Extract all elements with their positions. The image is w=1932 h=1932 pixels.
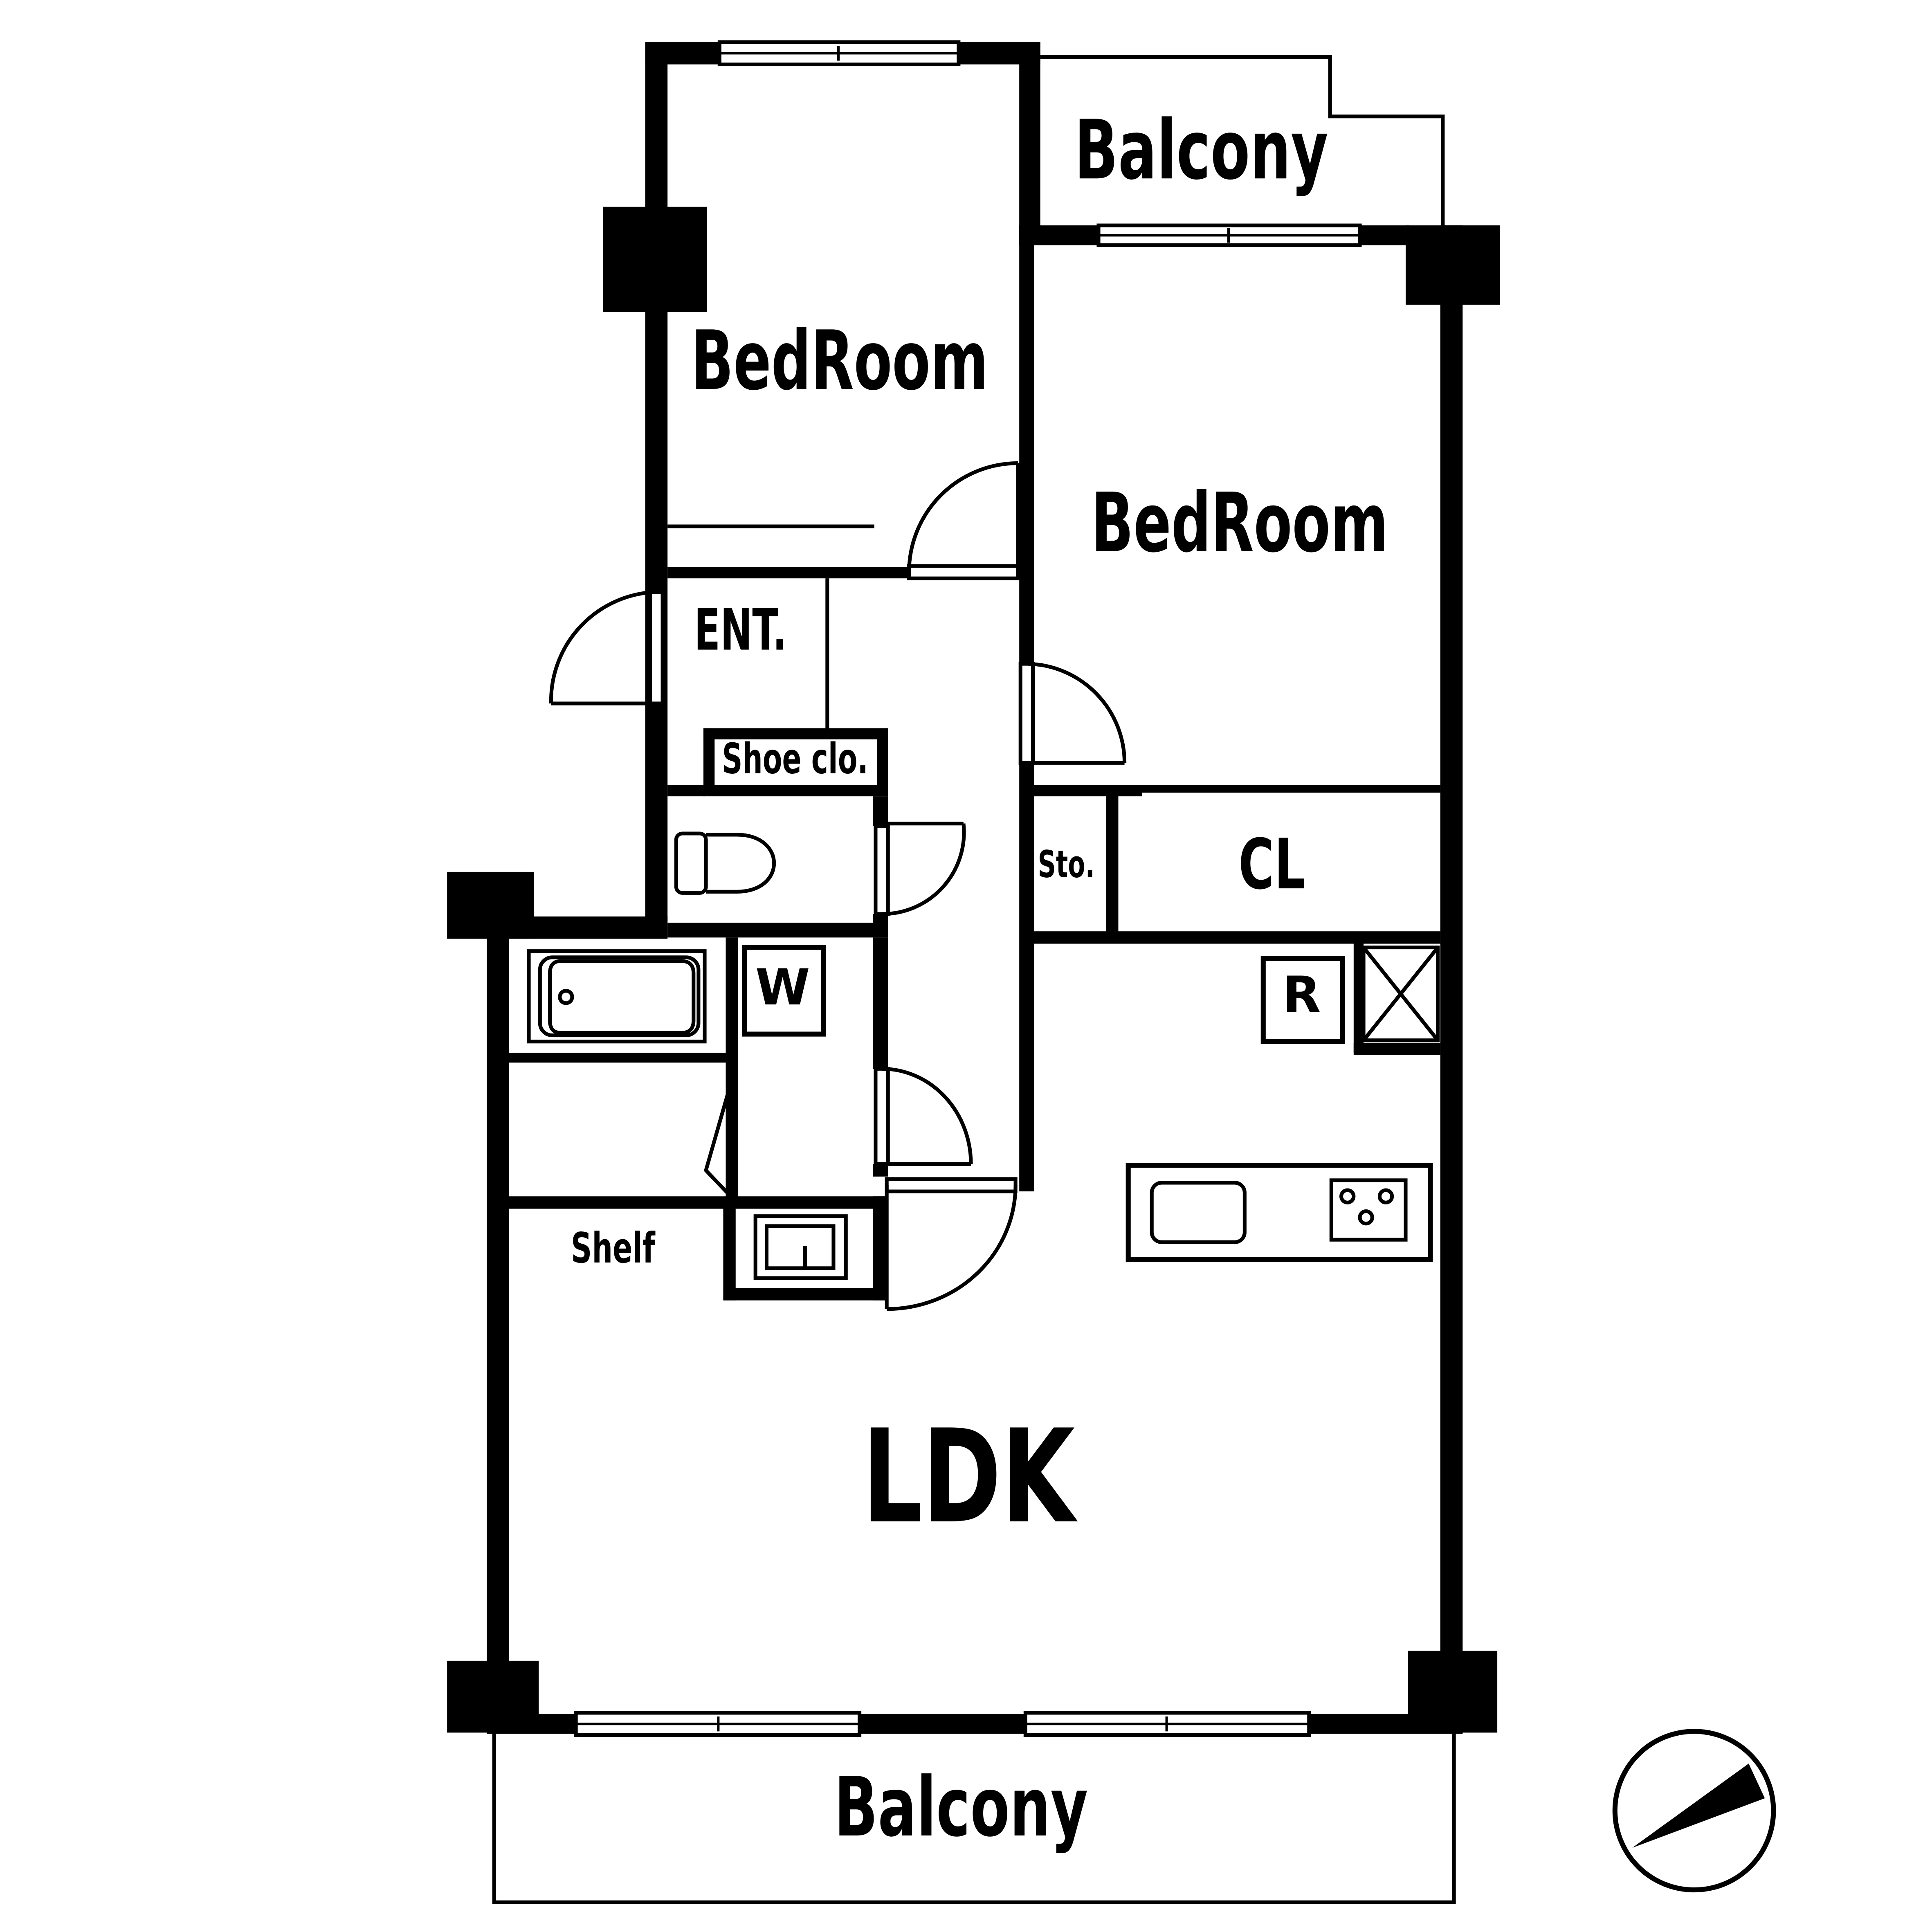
door-swing-icon	[874, 1067, 973, 1166]
stove-icon	[1329, 1178, 1408, 1242]
door-swing-icon	[703, 1092, 732, 1198]
window-icon	[1023, 1711, 1311, 1737]
washer-box	[741, 945, 826, 1037]
balcony-top-label: Balcony	[1074, 103, 1328, 198]
entrance-label: ENT.	[694, 597, 787, 663]
compass-icon	[1612, 1729, 1776, 1893]
door-swing-icon	[885, 1177, 1018, 1311]
shelf-label: Shelf	[571, 1224, 656, 1273]
window-icon	[574, 1711, 862, 1737]
kitchen-sink-icon	[1150, 1181, 1247, 1244]
door-swing-icon	[549, 590, 665, 705]
washer-label: W	[755, 959, 810, 1016]
toilet-icon	[674, 831, 776, 895]
storage-label: Sto.	[1038, 843, 1095, 886]
door-swing-icon	[907, 461, 1020, 580]
kitchen-counter	[1126, 1163, 1433, 1262]
window-icon	[717, 40, 961, 67]
fixtures	[527, 831, 1433, 1280]
ldk-label: LDK	[862, 1402, 1079, 1552]
shoe-closet-label: Shoe clo.	[722, 735, 868, 784]
room-labels: BedRoom BedRoom Balcony Balcony ENT. Sho…	[571, 103, 1388, 1855]
bedroom-right-label: BedRoom	[1091, 476, 1388, 571]
doors	[549, 461, 1127, 1311]
exterior-walls	[487, 42, 1463, 1734]
thin-lines	[492, 55, 1456, 1904]
interior-walls	[509, 228, 1440, 1301]
door-swing-icon	[874, 822, 966, 916]
closet-label: CL	[1238, 824, 1305, 905]
bedroom-left-label: BedRoom	[691, 313, 988, 409]
bathtub-icon	[527, 949, 707, 1044]
windows	[574, 40, 1362, 1737]
refrigerator-box	[1260, 956, 1345, 1044]
balcony-bottom-label: Balcony	[834, 1760, 1088, 1855]
door-swing-icon	[1018, 662, 1127, 765]
sink-icon	[753, 1214, 848, 1280]
window-icon	[1096, 223, 1362, 247]
refrigerator-label: R	[1283, 966, 1321, 1024]
